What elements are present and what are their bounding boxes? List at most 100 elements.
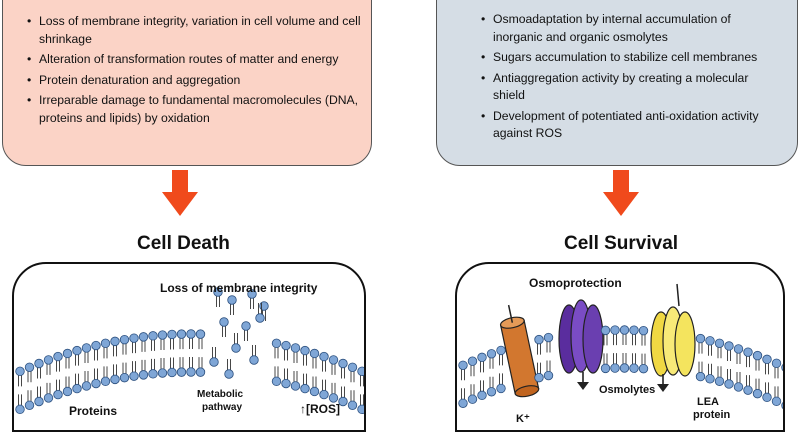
phospholipid <box>290 343 301 363</box>
phospholipid <box>281 368 291 389</box>
phospholipid <box>733 344 744 364</box>
phospholipid <box>638 353 649 374</box>
phospholipid <box>458 388 468 408</box>
phospholipid <box>15 394 25 415</box>
stress-effects-box: Loss of membrane integrity, variation in… <box>2 0 372 166</box>
stress-responses-box: Osmoadaptation by internal accumulation … <box>436 0 798 166</box>
phospholipid <box>53 379 63 400</box>
phospholipid <box>781 363 783 372</box>
phospholipid <box>357 366 364 387</box>
phospholipid <box>486 349 497 369</box>
down-arrow-left-icon <box>162 170 198 216</box>
phospholipid <box>543 332 554 353</box>
stress-response-item: Sugars accumulation to stabilize cell me… <box>479 49 779 67</box>
phospholipid <box>629 353 639 373</box>
down-arrow-right-icon <box>603 170 639 216</box>
phospholipid <box>467 384 478 404</box>
phospholipid <box>781 401 783 410</box>
phospholipid <box>496 345 506 366</box>
phospholipid <box>600 353 611 374</box>
phospholipid <box>714 366 725 386</box>
phospholipid <box>91 340 101 361</box>
lea-transporter-icon <box>650 283 696 392</box>
phospholipid <box>771 386 782 407</box>
phospholipid <box>290 370 301 391</box>
phospholipid <box>762 382 772 403</box>
cell-death-panel: Loss of membrane integrity Proteins Meta… <box>12 262 366 432</box>
phospholipid <box>129 361 139 381</box>
stress-effect-item: Irreparable damage to fundamental macrom… <box>25 92 365 127</box>
phospholipid <box>91 368 101 389</box>
phospholipid <box>34 358 44 379</box>
cell-survival-panel: Osmoprotection Osmolytes LEA protein K⁺ <box>455 262 785 432</box>
phospholipid <box>110 364 120 385</box>
stress-response-item: Development of potentiated anti-oxidatio… <box>479 108 779 143</box>
phospholipid <box>195 329 206 350</box>
osmolyte-channel-icon <box>499 304 540 398</box>
proteins-label: Proteins <box>69 404 118 418</box>
phospholipid <box>300 373 310 394</box>
ros-label: ↑[ROS] <box>300 402 340 416</box>
aquaporin-icon <box>558 299 604 390</box>
phospholipid <box>224 359 234 379</box>
phospholipid <box>300 345 310 366</box>
phospholipid <box>186 357 196 377</box>
phospholipid <box>347 362 358 383</box>
phospholipid <box>34 386 44 407</box>
phospholipid <box>176 357 187 377</box>
phospholipid <box>610 325 620 346</box>
arrow-shape <box>603 170 639 216</box>
phospholipid <box>281 340 291 361</box>
phospholipid <box>543 360 554 381</box>
phospholipid <box>619 325 630 346</box>
phospholipid <box>338 386 348 407</box>
phospholipid <box>733 371 744 392</box>
phospholipid <box>705 363 715 384</box>
stress-responses-list: Osmoadaptation by internal accumulation … <box>479 11 779 146</box>
phospholipid <box>129 333 139 354</box>
phospholipid <box>119 334 130 355</box>
phospholipid <box>157 358 168 378</box>
phospholipid <box>186 329 196 349</box>
phospholipid <box>328 382 339 403</box>
phospholipid <box>43 355 54 375</box>
phospholipid <box>743 347 753 368</box>
phospholipid <box>458 360 468 381</box>
phospholipid <box>148 358 158 379</box>
phospholipid <box>695 333 706 354</box>
phospholipid <box>724 368 734 389</box>
phospholipid <box>619 353 630 373</box>
phospholipid <box>357 394 364 415</box>
stress-response-item: Antiaggregation activity by creating a m… <box>479 70 779 105</box>
arrow-shape <box>162 170 198 216</box>
phospholipid <box>638 325 649 346</box>
stress-effects-list: Loss of membrane integrity, variation in… <box>25 13 365 130</box>
phospholipid <box>53 351 63 372</box>
phospholipid <box>100 366 111 387</box>
phospholipid <box>100 338 111 359</box>
phospholipid <box>72 373 82 394</box>
phospholipid <box>319 351 329 372</box>
phospholipid <box>477 352 487 373</box>
phospholipid <box>486 376 497 397</box>
phospholipid <box>309 376 320 397</box>
phospholipid <box>167 357 177 378</box>
protein-label: protein <box>693 409 731 421</box>
phospholipid <box>81 370 92 391</box>
phospholipid <box>600 325 611 346</box>
cell-death-title: Cell Death <box>137 233 230 254</box>
phospholipid <box>309 348 320 369</box>
phospholipid <box>213 287 223 307</box>
phospholipid <box>157 330 168 351</box>
phospholipid <box>15 366 25 387</box>
phospholipid <box>762 354 772 375</box>
phospholipid <box>695 361 706 382</box>
pathway-label: pathway <box>202 402 243 413</box>
phospholipid <box>110 336 120 357</box>
phospholipid <box>328 355 339 375</box>
phospholipid <box>338 358 348 379</box>
phospholipid <box>219 317 229 337</box>
phospholipid <box>43 382 54 403</box>
phospholipid <box>167 329 177 350</box>
phospholipid <box>138 359 149 380</box>
